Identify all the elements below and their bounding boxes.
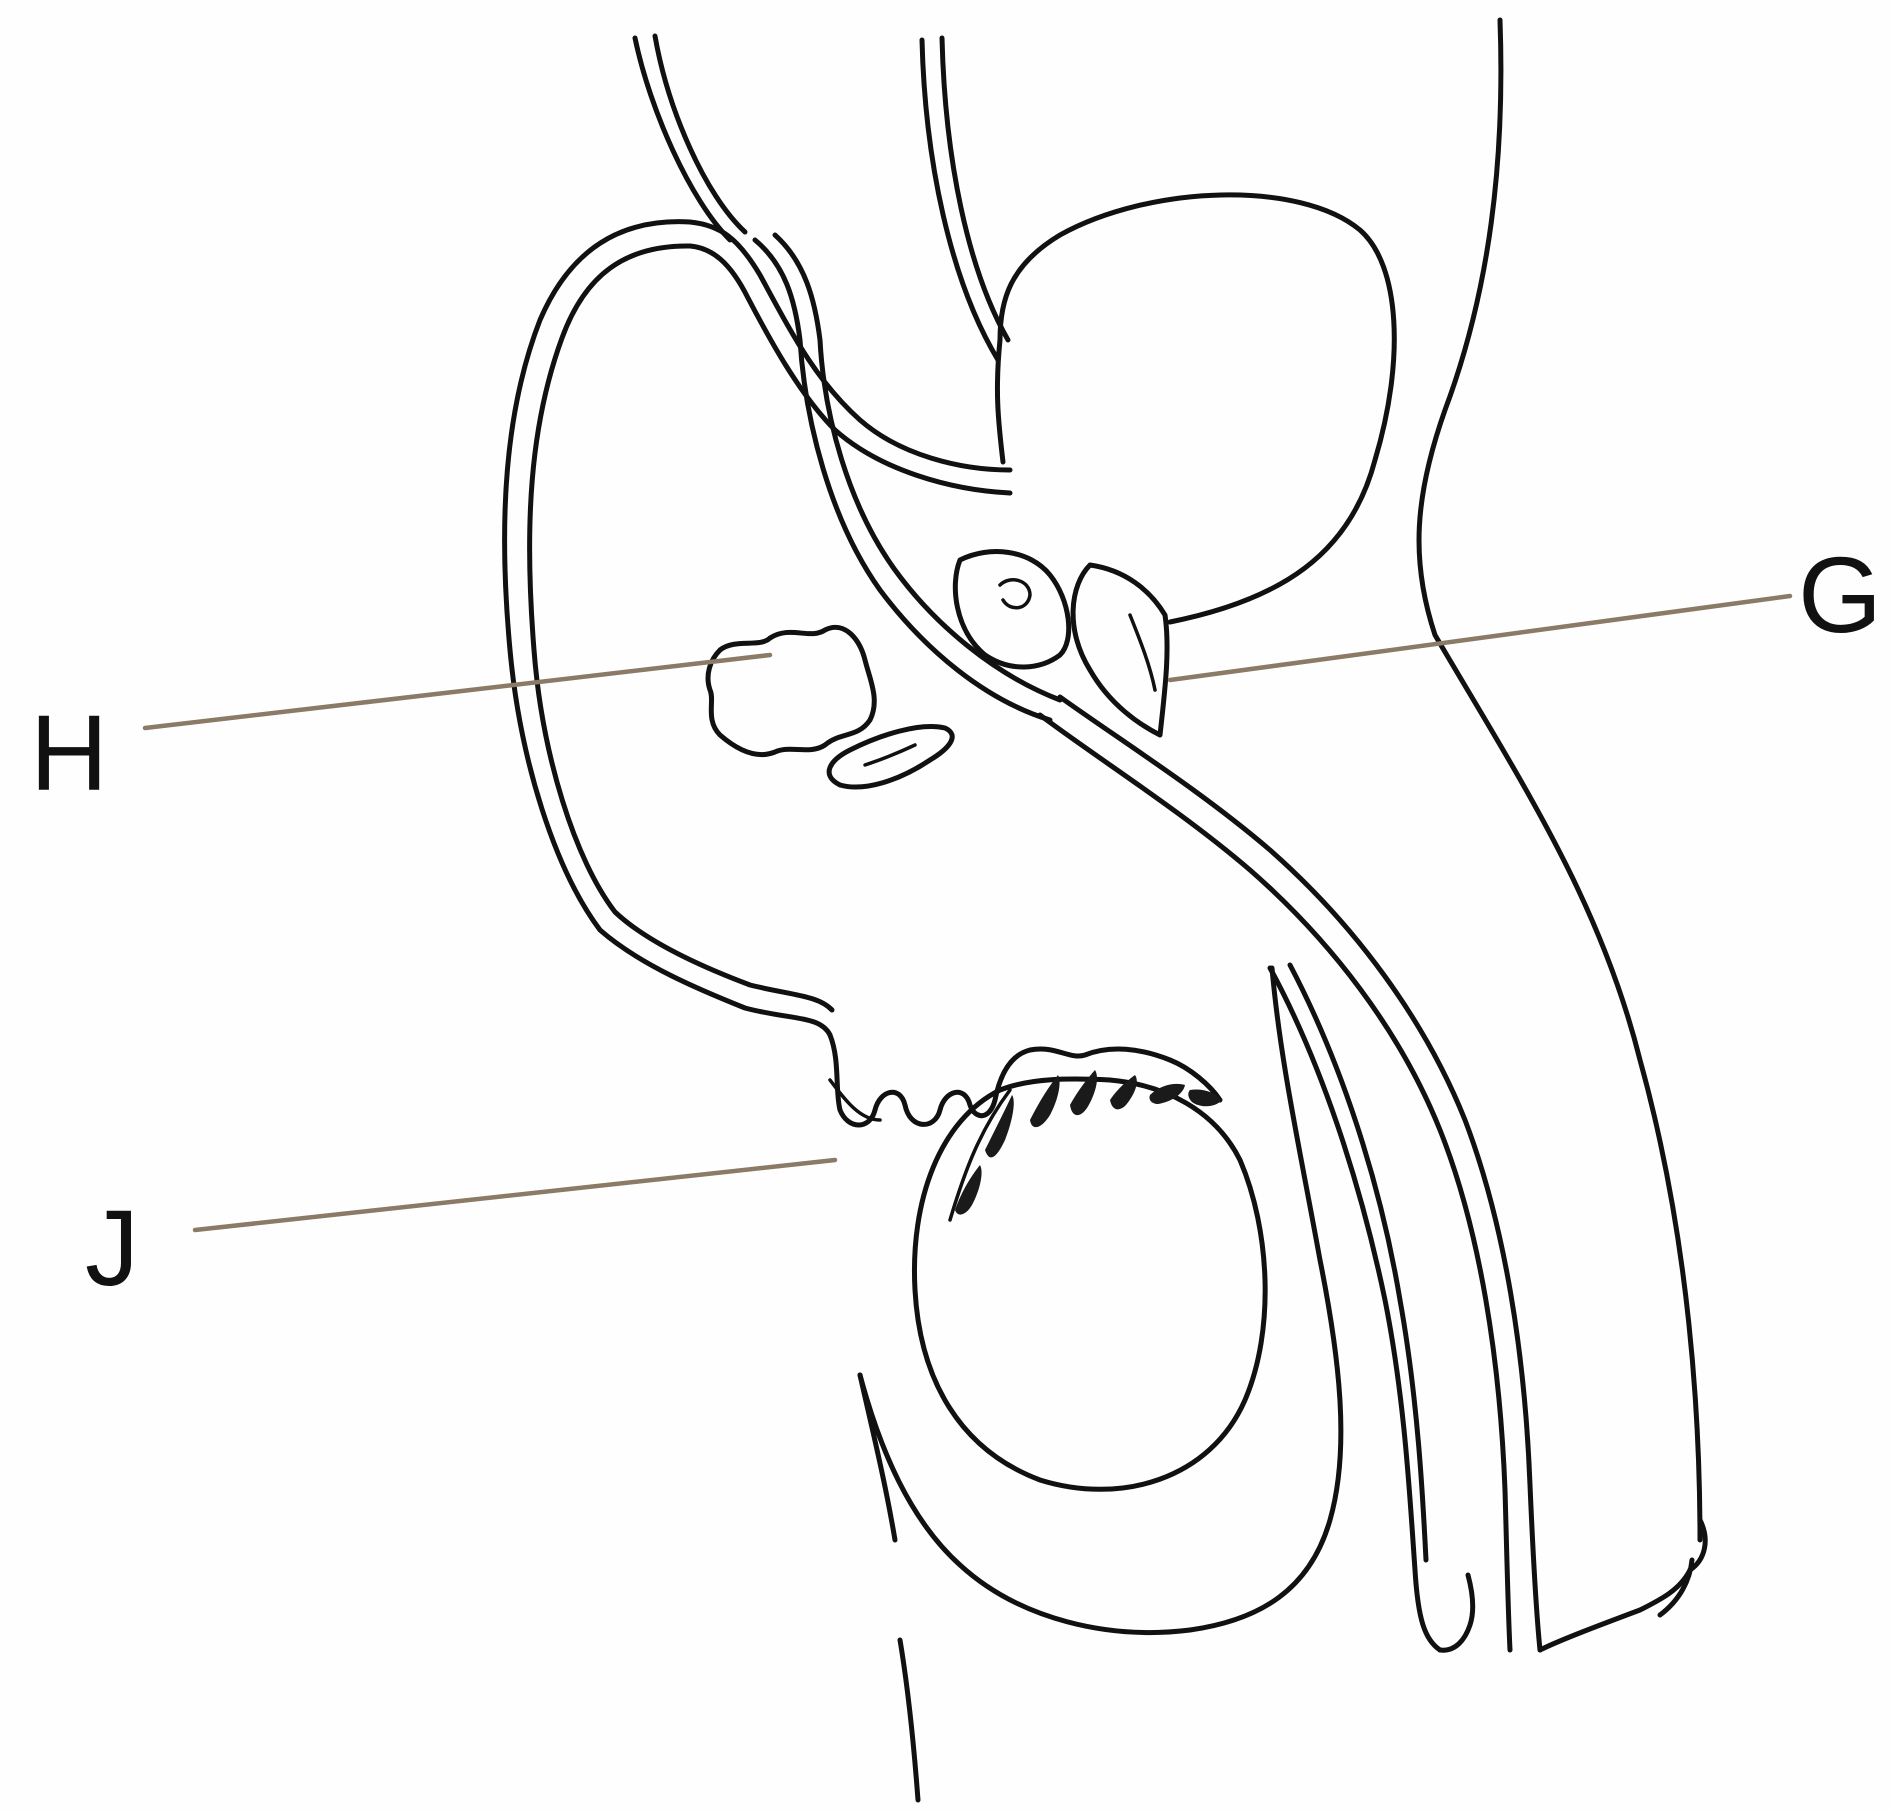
epididymis — [830, 1035, 1222, 1220]
bladder — [997, 195, 1394, 622]
leader-line-g — [1170, 596, 1790, 680]
label-g: G — [1798, 534, 1882, 655]
seminal-vesicle — [1073, 565, 1167, 735]
leader-lines — [145, 596, 1790, 1230]
leader-line-j — [195, 1160, 835, 1230]
cowpers-gland — [708, 627, 874, 754]
scrotum — [860, 968, 1341, 1800]
urethra — [1040, 697, 1540, 1650]
ureter-tube — [635, 36, 1008, 360]
leader-line-h — [145, 655, 770, 728]
sperm-duct — [505, 222, 1060, 1035]
label-j: J — [85, 1187, 139, 1308]
label-h: H — [30, 692, 108, 813]
testis — [914, 1079, 1265, 1489]
back-outline — [1419, 20, 1700, 1540]
